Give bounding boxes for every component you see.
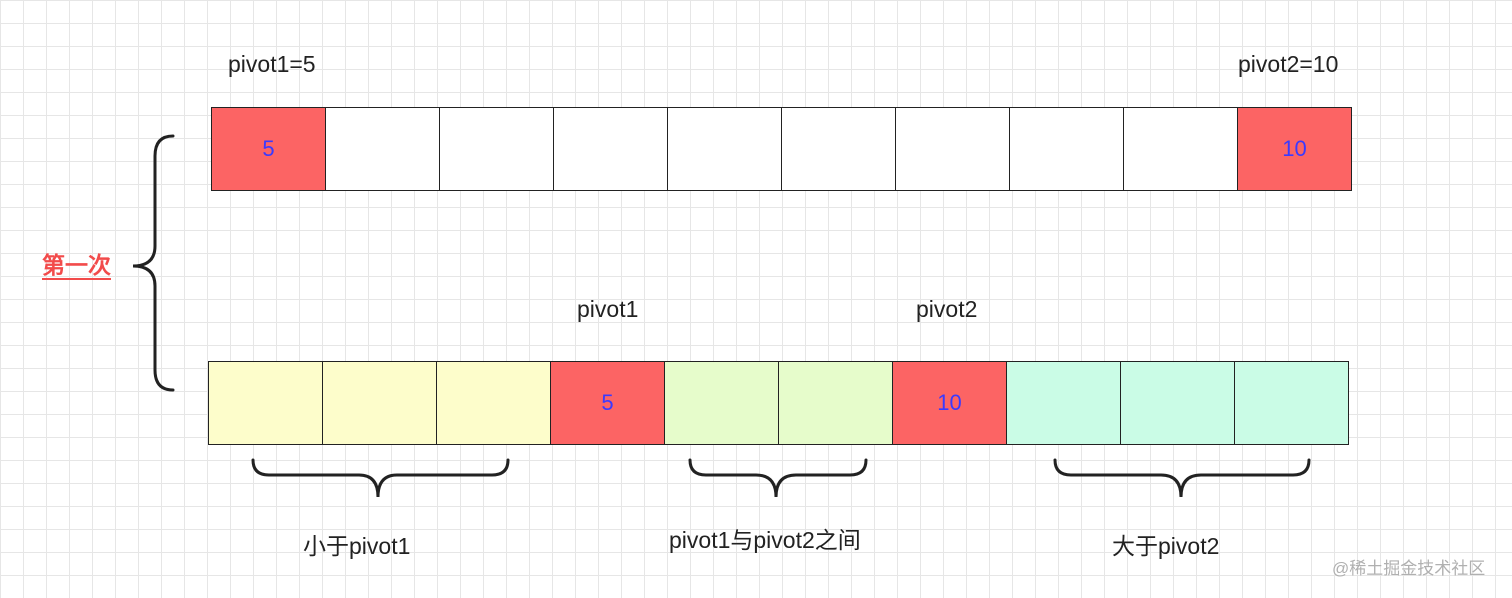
top-array-cell [781, 107, 896, 191]
top-array-cell [325, 107, 440, 191]
top-array-cell [439, 107, 554, 191]
left-brace-icon [132, 134, 175, 392]
between-pivots-label: pivot1与pivot2之间 [669, 527, 861, 553]
bottom-array-cell: 5 [550, 361, 665, 445]
less-group-brace-icon [251, 458, 510, 498]
bottom-array-cell [1120, 361, 1235, 445]
less-than-pivot1-label: 小于pivot1 [303, 533, 411, 559]
bottom-array-cell [208, 361, 323, 445]
bottom-array-row: 5 10 [208, 361, 1349, 445]
top-array-row: 5 10 [211, 107, 1352, 191]
bottom-array-cell [1234, 361, 1349, 445]
top-array-cell [895, 107, 1010, 191]
bottom-pivot2-label: pivot2 [916, 296, 978, 322]
top-array-cell: 5 [211, 107, 326, 191]
bottom-array-cell [436, 361, 551, 445]
top-array-cell: 10 [1237, 107, 1352, 191]
side-label-first-pass: 第一次 [42, 252, 111, 278]
watermark: @稀土掘金技术社区 [1332, 559, 1486, 578]
bottom-array-cell [664, 361, 779, 445]
greater-than-pivot2-label: 大于pivot2 [1112, 533, 1220, 559]
bottom-array-cell [1006, 361, 1121, 445]
greater-group-brace-icon [1053, 458, 1311, 498]
top-pivot2-label: pivot2=10 [1238, 51, 1339, 77]
bottom-pivot1-label: pivot1 [577, 296, 639, 322]
bottom-array-cell: 10 [892, 361, 1007, 445]
top-pivot1-label: pivot1=5 [228, 51, 316, 77]
bottom-array-cell [322, 361, 437, 445]
top-array-cell [1009, 107, 1124, 191]
between-group-brace-icon [688, 458, 868, 498]
top-array-cell [1123, 107, 1238, 191]
bottom-array-cell [778, 361, 893, 445]
top-array-cell [667, 107, 782, 191]
top-array-cell [553, 107, 668, 191]
